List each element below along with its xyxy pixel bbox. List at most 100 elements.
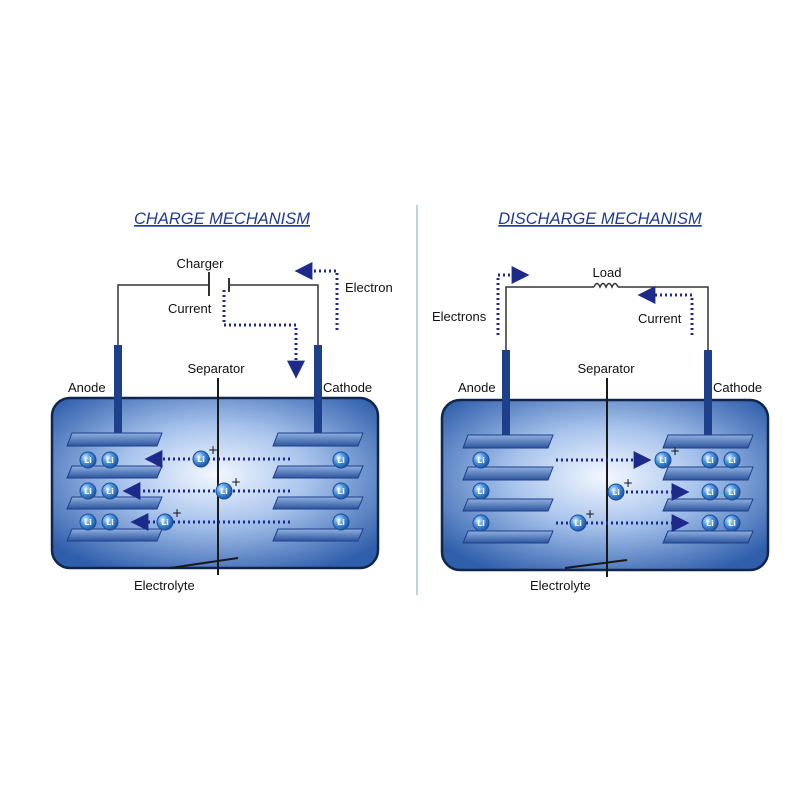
discharge-cathode-plate bbox=[662, 498, 754, 512]
li-ion: Li bbox=[472, 451, 490, 469]
discharge-cathode-plate bbox=[662, 530, 754, 544]
svg-text:Li: Li bbox=[477, 519, 485, 528]
svg-text:Li: Li bbox=[84, 487, 92, 496]
li-ion: Li bbox=[79, 451, 97, 469]
li-ion-moving: Li+ bbox=[607, 476, 633, 501]
charger-label: Charger bbox=[177, 256, 225, 271]
charge-anode-label: Anode bbox=[68, 380, 106, 395]
svg-text:+: + bbox=[231, 475, 241, 489]
discharge-cathode-plate bbox=[662, 466, 754, 481]
charge-ions: Li Li Li Li Li Li Li Li Li Li+ Li+ Li+ bbox=[79, 443, 350, 531]
svg-text:+: + bbox=[585, 507, 595, 521]
discharge-cell bbox=[440, 398, 770, 572]
svg-text:Li: Li bbox=[706, 456, 714, 465]
li-ion-moving: Li+ bbox=[654, 444, 680, 469]
discharge-electron-arrow bbox=[496, 266, 530, 335]
discharge-current-arrow bbox=[637, 286, 694, 335]
charge-circuit-wire-right bbox=[230, 284, 319, 345]
discharge-cathode-label: Cathode bbox=[713, 380, 762, 395]
discharge-electrolyte-pointer bbox=[564, 559, 628, 569]
discharge-ions: Li Li Li Li Li Li Li Li Li Li+ Li+ Li+ bbox=[472, 444, 741, 532]
svg-text:+: + bbox=[670, 444, 680, 458]
li-ion-moving: Li+ bbox=[569, 507, 595, 532]
load-resistor-icon bbox=[593, 282, 619, 289]
charge-electron-label: Electron bbox=[345, 280, 393, 295]
charge-electron-arrow bbox=[294, 262, 339, 330]
li-ion: Li bbox=[101, 451, 119, 469]
discharge-anode-plate bbox=[462, 466, 554, 481]
charge-electrolyte-label: Electrolyte bbox=[134, 578, 195, 593]
charge-cathode-plate bbox=[272, 432, 364, 447]
svg-text:Li: Li bbox=[337, 456, 345, 465]
li-ion: Li bbox=[79, 513, 97, 531]
li-ion: Li bbox=[723, 451, 741, 469]
charge-anode-plate bbox=[66, 465, 163, 479]
svg-text:Li: Li bbox=[106, 518, 114, 527]
svg-text:Li: Li bbox=[612, 488, 620, 497]
svg-text:+: + bbox=[623, 476, 633, 490]
svg-text:Li: Li bbox=[106, 456, 114, 465]
discharge-anode-plates bbox=[462, 434, 554, 544]
charge-anode-plate bbox=[66, 496, 163, 510]
li-ion-moving: Li+ bbox=[215, 475, 241, 500]
svg-text:Li: Li bbox=[728, 456, 736, 465]
li-ion: Li bbox=[101, 482, 119, 500]
discharge-current-label: Current bbox=[638, 311, 682, 326]
svg-text:Li: Li bbox=[706, 519, 714, 528]
charge-cathode-rod bbox=[314, 345, 322, 435]
svg-text:Li: Li bbox=[197, 455, 205, 464]
discharge-circuit-wire-left bbox=[505, 286, 594, 350]
charge-circuit-wire bbox=[117, 284, 208, 345]
discharge-cathode-rod bbox=[704, 350, 712, 438]
charge-title: CHARGE MECHANISM bbox=[134, 210, 310, 228]
discharge-electrons-label: Electrons bbox=[432, 309, 487, 324]
li-ion-moving: Li+ bbox=[156, 506, 182, 531]
svg-text:+: + bbox=[208, 443, 218, 457]
charge-current-label: Current bbox=[168, 301, 212, 316]
li-ion: Li bbox=[723, 514, 741, 532]
svg-text:Li: Li bbox=[728, 488, 736, 497]
li-ion: Li bbox=[701, 451, 719, 469]
svg-text:Li: Li bbox=[659, 456, 667, 465]
svg-text:Li: Li bbox=[574, 519, 582, 528]
charge-cathode-label: Cathode bbox=[323, 380, 372, 395]
charge-cathode-plates bbox=[272, 432, 364, 542]
charge-separator-label: Separator bbox=[187, 361, 245, 376]
li-ion: Li bbox=[723, 483, 741, 501]
li-ion: Li bbox=[79, 482, 97, 500]
discharge-electrolyte-label: Electrolyte bbox=[530, 578, 591, 593]
charge-cathode-plate bbox=[272, 528, 364, 542]
li-ion: Li bbox=[701, 514, 719, 532]
li-ion: Li bbox=[101, 513, 119, 531]
charge-anode-plate bbox=[66, 528, 163, 542]
li-ion-moving: Li+ bbox=[192, 443, 218, 468]
svg-text:Li: Li bbox=[477, 456, 485, 465]
discharge-cathode-plate bbox=[662, 434, 754, 449]
charge-panel: CHARGE MECHANISM Charger Current Electro… bbox=[50, 210, 393, 593]
charge-cathode-plate bbox=[272, 465, 364, 479]
svg-text:Li: Li bbox=[337, 518, 345, 527]
svg-text:Li: Li bbox=[161, 518, 169, 527]
li-ion: Li bbox=[701, 483, 719, 501]
svg-text:Li: Li bbox=[84, 518, 92, 527]
discharge-title: DISCHARGE MECHANISM bbox=[498, 210, 702, 228]
discharge-anode-plate bbox=[462, 530, 554, 544]
svg-text:Li: Li bbox=[106, 487, 114, 496]
discharge-anode-plate bbox=[462, 498, 554, 512]
charge-current-arrow bbox=[222, 290, 305, 379]
svg-text:Li: Li bbox=[706, 488, 714, 497]
svg-text:Li: Li bbox=[728, 519, 736, 528]
li-ion: Li bbox=[332, 513, 350, 531]
svg-text:+: + bbox=[172, 506, 182, 520]
discharge-separator-label: Separator bbox=[577, 361, 635, 376]
li-ion: Li bbox=[472, 514, 490, 532]
li-ion: Li bbox=[332, 451, 350, 469]
svg-text:Li: Li bbox=[337, 487, 345, 496]
load-label: Load bbox=[593, 265, 622, 280]
svg-text:Li: Li bbox=[220, 487, 228, 496]
charge-anode-rod bbox=[114, 345, 122, 435]
svg-text:Li: Li bbox=[84, 456, 92, 465]
discharge-anode-plate bbox=[462, 434, 554, 449]
discharge-panel: DISCHARGE MECHANISM Load Electrons Curre… bbox=[432, 210, 770, 593]
